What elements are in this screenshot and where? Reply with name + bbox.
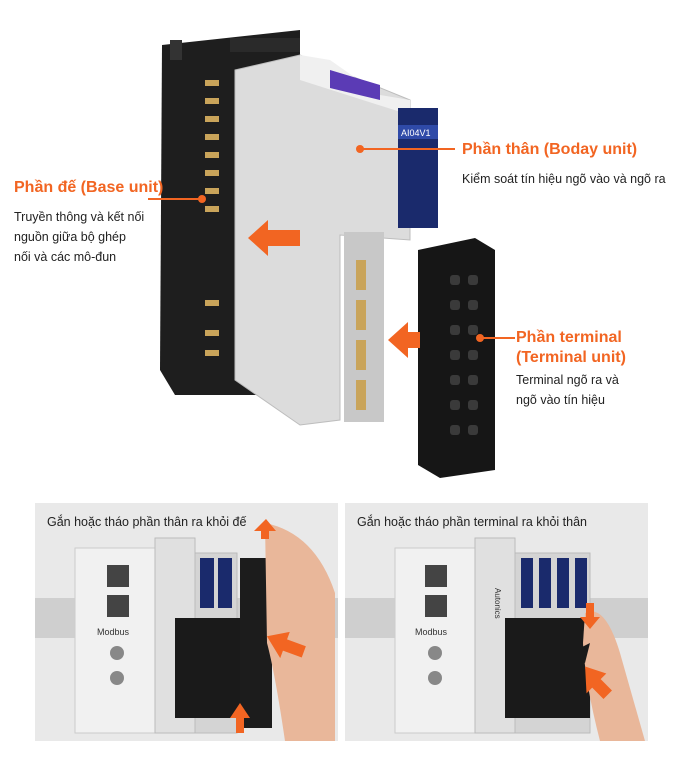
base-unit-title: Phần đế (Base unit) xyxy=(14,179,164,196)
base-unit-desc-line: nguồn giữa bộ ghép xyxy=(14,230,126,244)
terminal-unit-title: Phần terminal (Terminal unit) xyxy=(516,328,626,368)
photo-left: Modbus Gắn hoặc tháo phần thân ra khỏi đ… xyxy=(35,503,338,741)
terminal-unit-desc-line: Terminal ngõ ra và xyxy=(516,373,619,387)
brand2-label: Autonics xyxy=(493,588,502,619)
base-unit-desc-line: nối và các mô-đun xyxy=(14,250,117,264)
caption-left: Gắn hoặc tháo phần thân ra khỏi đế xyxy=(47,515,247,529)
base-unit-desc-line: Truyền thông và kết nối xyxy=(14,210,145,224)
brand-label-right: Modbus xyxy=(415,627,448,637)
terminal-unit-title-line: (Terminal unit) xyxy=(516,349,626,366)
terminal-unit-title-line: Phần terminal xyxy=(516,329,622,346)
photo-right: Modbus Autonics Gắn hoặc tháo phần termi… xyxy=(345,503,648,741)
insert-arrow-left xyxy=(248,220,300,256)
module-label: AI04V1 xyxy=(401,128,431,138)
base-unit-desc: Truyền thông và kết nối nguồn giữa bộ gh… xyxy=(14,207,144,267)
caption-right: Gắn hoặc tháo phần terminal ra khỏi thân xyxy=(357,515,588,529)
terminal-unit-desc-line: ngõ vào tín hiệu xyxy=(516,393,605,407)
module-illustration: AI04V1 xyxy=(148,30,515,478)
body-unit-title: Phần thân (Boday unit) xyxy=(462,141,638,158)
terminal-unit-desc: Terminal ngõ ra và ngõ vào tín hiệu xyxy=(516,370,619,410)
brand-label-left: Modbus xyxy=(97,627,130,637)
terminal-unit-shape xyxy=(418,238,495,478)
body-unit-shape: AI04V1 xyxy=(234,54,438,426)
body-unit-desc: Kiểm soát tín hiệu ngõ vào và ngõ ra xyxy=(462,172,666,186)
insert-arrow-terminal xyxy=(388,322,420,358)
